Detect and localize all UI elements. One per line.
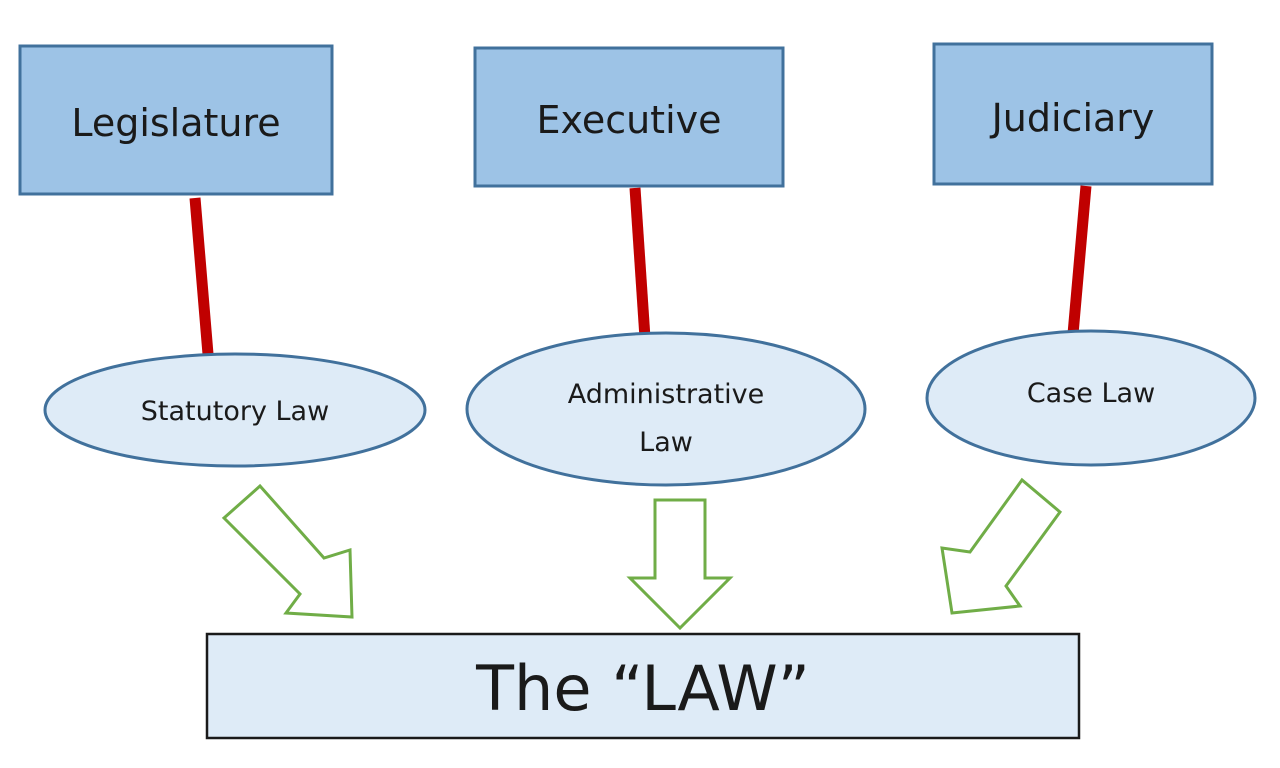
law-type-case-ellipse xyxy=(925,329,1257,467)
connector-judiciary-case xyxy=(1067,185,1092,335)
arrow-down-icon xyxy=(626,498,734,631)
law-type-administrative-line2: Law xyxy=(639,427,693,458)
law-type-administrative-line1: Administrative xyxy=(568,379,765,410)
branch-legislature: Legislature xyxy=(18,44,334,196)
branch-judiciary-label: Judiciary xyxy=(990,96,1155,140)
law-type-statutory-ellipse xyxy=(43,352,427,468)
law-type-case: Case Law xyxy=(925,329,1257,467)
law-type-administrative: Administrative Law xyxy=(465,331,867,487)
arrow-down-right-icon xyxy=(221,483,354,619)
law-type-statutory-label: Statutory Law xyxy=(141,396,329,427)
branch-judiciary: Judiciary xyxy=(932,42,1214,186)
law-type-case-label: Case Law xyxy=(1027,378,1155,409)
arrow-down-left-icon xyxy=(940,477,1063,615)
connector-legislature-statutory xyxy=(189,197,214,355)
branch-judiciary-box xyxy=(932,42,1214,186)
law-type-statutory: Statutory Law xyxy=(43,352,427,468)
result-law: The “LAW” xyxy=(205,632,1081,740)
result-law-label: The “LAW” xyxy=(475,652,810,725)
branch-executive-box xyxy=(473,46,785,188)
branch-executive: Executive xyxy=(473,46,785,188)
branch-legislature-label: Legislature xyxy=(71,101,280,145)
branch-executive-label: Executive xyxy=(536,98,721,142)
branch-legislature-box xyxy=(18,44,334,196)
result-law-box xyxy=(205,632,1081,740)
law-type-administrative-ellipse xyxy=(465,331,867,487)
connector-executive-administrative xyxy=(629,187,651,339)
